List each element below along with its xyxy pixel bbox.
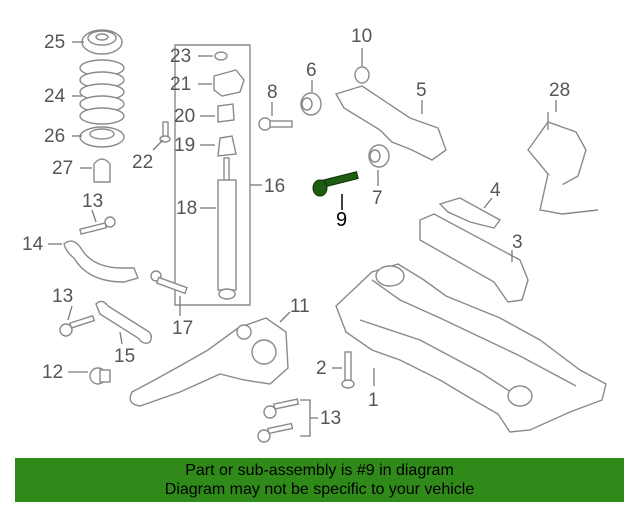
callout-20: 20 [174, 106, 195, 127]
callout-22: 22 [132, 152, 153, 173]
callout-7: 7 [372, 188, 383, 209]
part-28-sensor-bracket[interactable] [527, 112, 599, 215]
shock-group-box [174, 44, 251, 306]
banner-line-2: Diagram may not be specific to your vehi… [164, 481, 475, 498]
callout-14: 14 [22, 234, 44, 255]
callout-28: 28 [549, 80, 570, 101]
part-18-shock-absorber[interactable] [217, 157, 237, 300]
callout-15: 15 [114, 346, 135, 367]
callout-13-upper: 13 [82, 191, 103, 212]
part-22-stud[interactable] [159, 121, 171, 143]
part-7-bushing[interactable] [368, 144, 390, 168]
part-3-crossmember[interactable] [419, 213, 529, 303]
part-12-bushing[interactable] [89, 367, 111, 385]
part-21-mount[interactable] [213, 69, 245, 97]
callout-5: 5 [416, 80, 427, 101]
callout-13-lower: 13 [320, 408, 341, 429]
part-13-bolt-upper[interactable] [79, 216, 116, 235]
banner-line-1: Part or sub-assembly is #9 in diagram [185, 462, 454, 479]
callout-12: 12 [42, 362, 63, 383]
leader-lines [48, 41, 557, 437]
callout-3: 3 [512, 232, 523, 253]
callout-25: 25 [44, 32, 65, 53]
callout-27: 27 [52, 158, 73, 179]
callout-17: 17 [172, 318, 193, 339]
callout-26: 26 [44, 126, 65, 147]
callout-11: 11 [290, 296, 310, 317]
callout-10: 10 [351, 26, 372, 47]
part-8-bolt[interactable] [258, 117, 293, 131]
callout-24: 24 [44, 86, 66, 107]
part-14-lateral-link[interactable] [63, 240, 139, 283]
callout-2: 2 [316, 358, 327, 379]
part-13-bolts-lower[interactable] [257, 398, 300, 443]
callout-18: 18 [176, 198, 197, 219]
part-13-bolt-middle[interactable] [59, 314, 96, 337]
part-1-subframe[interactable] [335, 263, 607, 433]
part-26-insulator[interactable] [79, 126, 125, 148]
callout-9: 9 [336, 209, 347, 231]
fitment-banner: Part or sub-assembly is #9 in diagram Di… [15, 458, 624, 502]
part-17-bolt[interactable] [150, 270, 188, 295]
part-2-bolt[interactable] [341, 351, 355, 389]
part-11-trailing-arm[interactable] [129, 317, 289, 407]
parts-diagram: 25 24 26 27 23 21 20 19 22 18 16 8 6 10 … [22, 26, 607, 443]
callout-6: 6 [306, 60, 317, 81]
part-4-plate[interactable] [438, 197, 502, 229]
part-6-bushing[interactable] [300, 92, 322, 116]
callout-23: 23 [170, 46, 191, 67]
callout-4: 4 [490, 180, 501, 201]
callout-13-middle: 13 [52, 286, 73, 307]
callout-19: 19 [174, 135, 195, 156]
part-9-bolt[interactable] [312, 171, 359, 197]
callout-1: 1 [368, 390, 379, 411]
callout-8: 8 [267, 82, 278, 103]
part-25-spring-seat[interactable] [81, 29, 123, 55]
callout-16: 16 [264, 176, 285, 197]
part-15-lower-link[interactable] [95, 300, 153, 345]
part-20-bumper[interactable] [217, 103, 235, 123]
callout-21: 21 [170, 74, 191, 95]
part-5-control-arm[interactable] [334, 85, 447, 161]
part-19-boot[interactable] [217, 135, 237, 157]
part-10-bushing[interactable] [354, 66, 370, 84]
callout-labels: 25 24 26 27 23 21 20 19 22 18 16 8 6 10 … [22, 26, 570, 429]
part-23-nut[interactable] [214, 51, 228, 61]
part-24-coil-spring[interactable] [79, 59, 125, 125]
part-27-bump-stop[interactable] [93, 158, 111, 183]
